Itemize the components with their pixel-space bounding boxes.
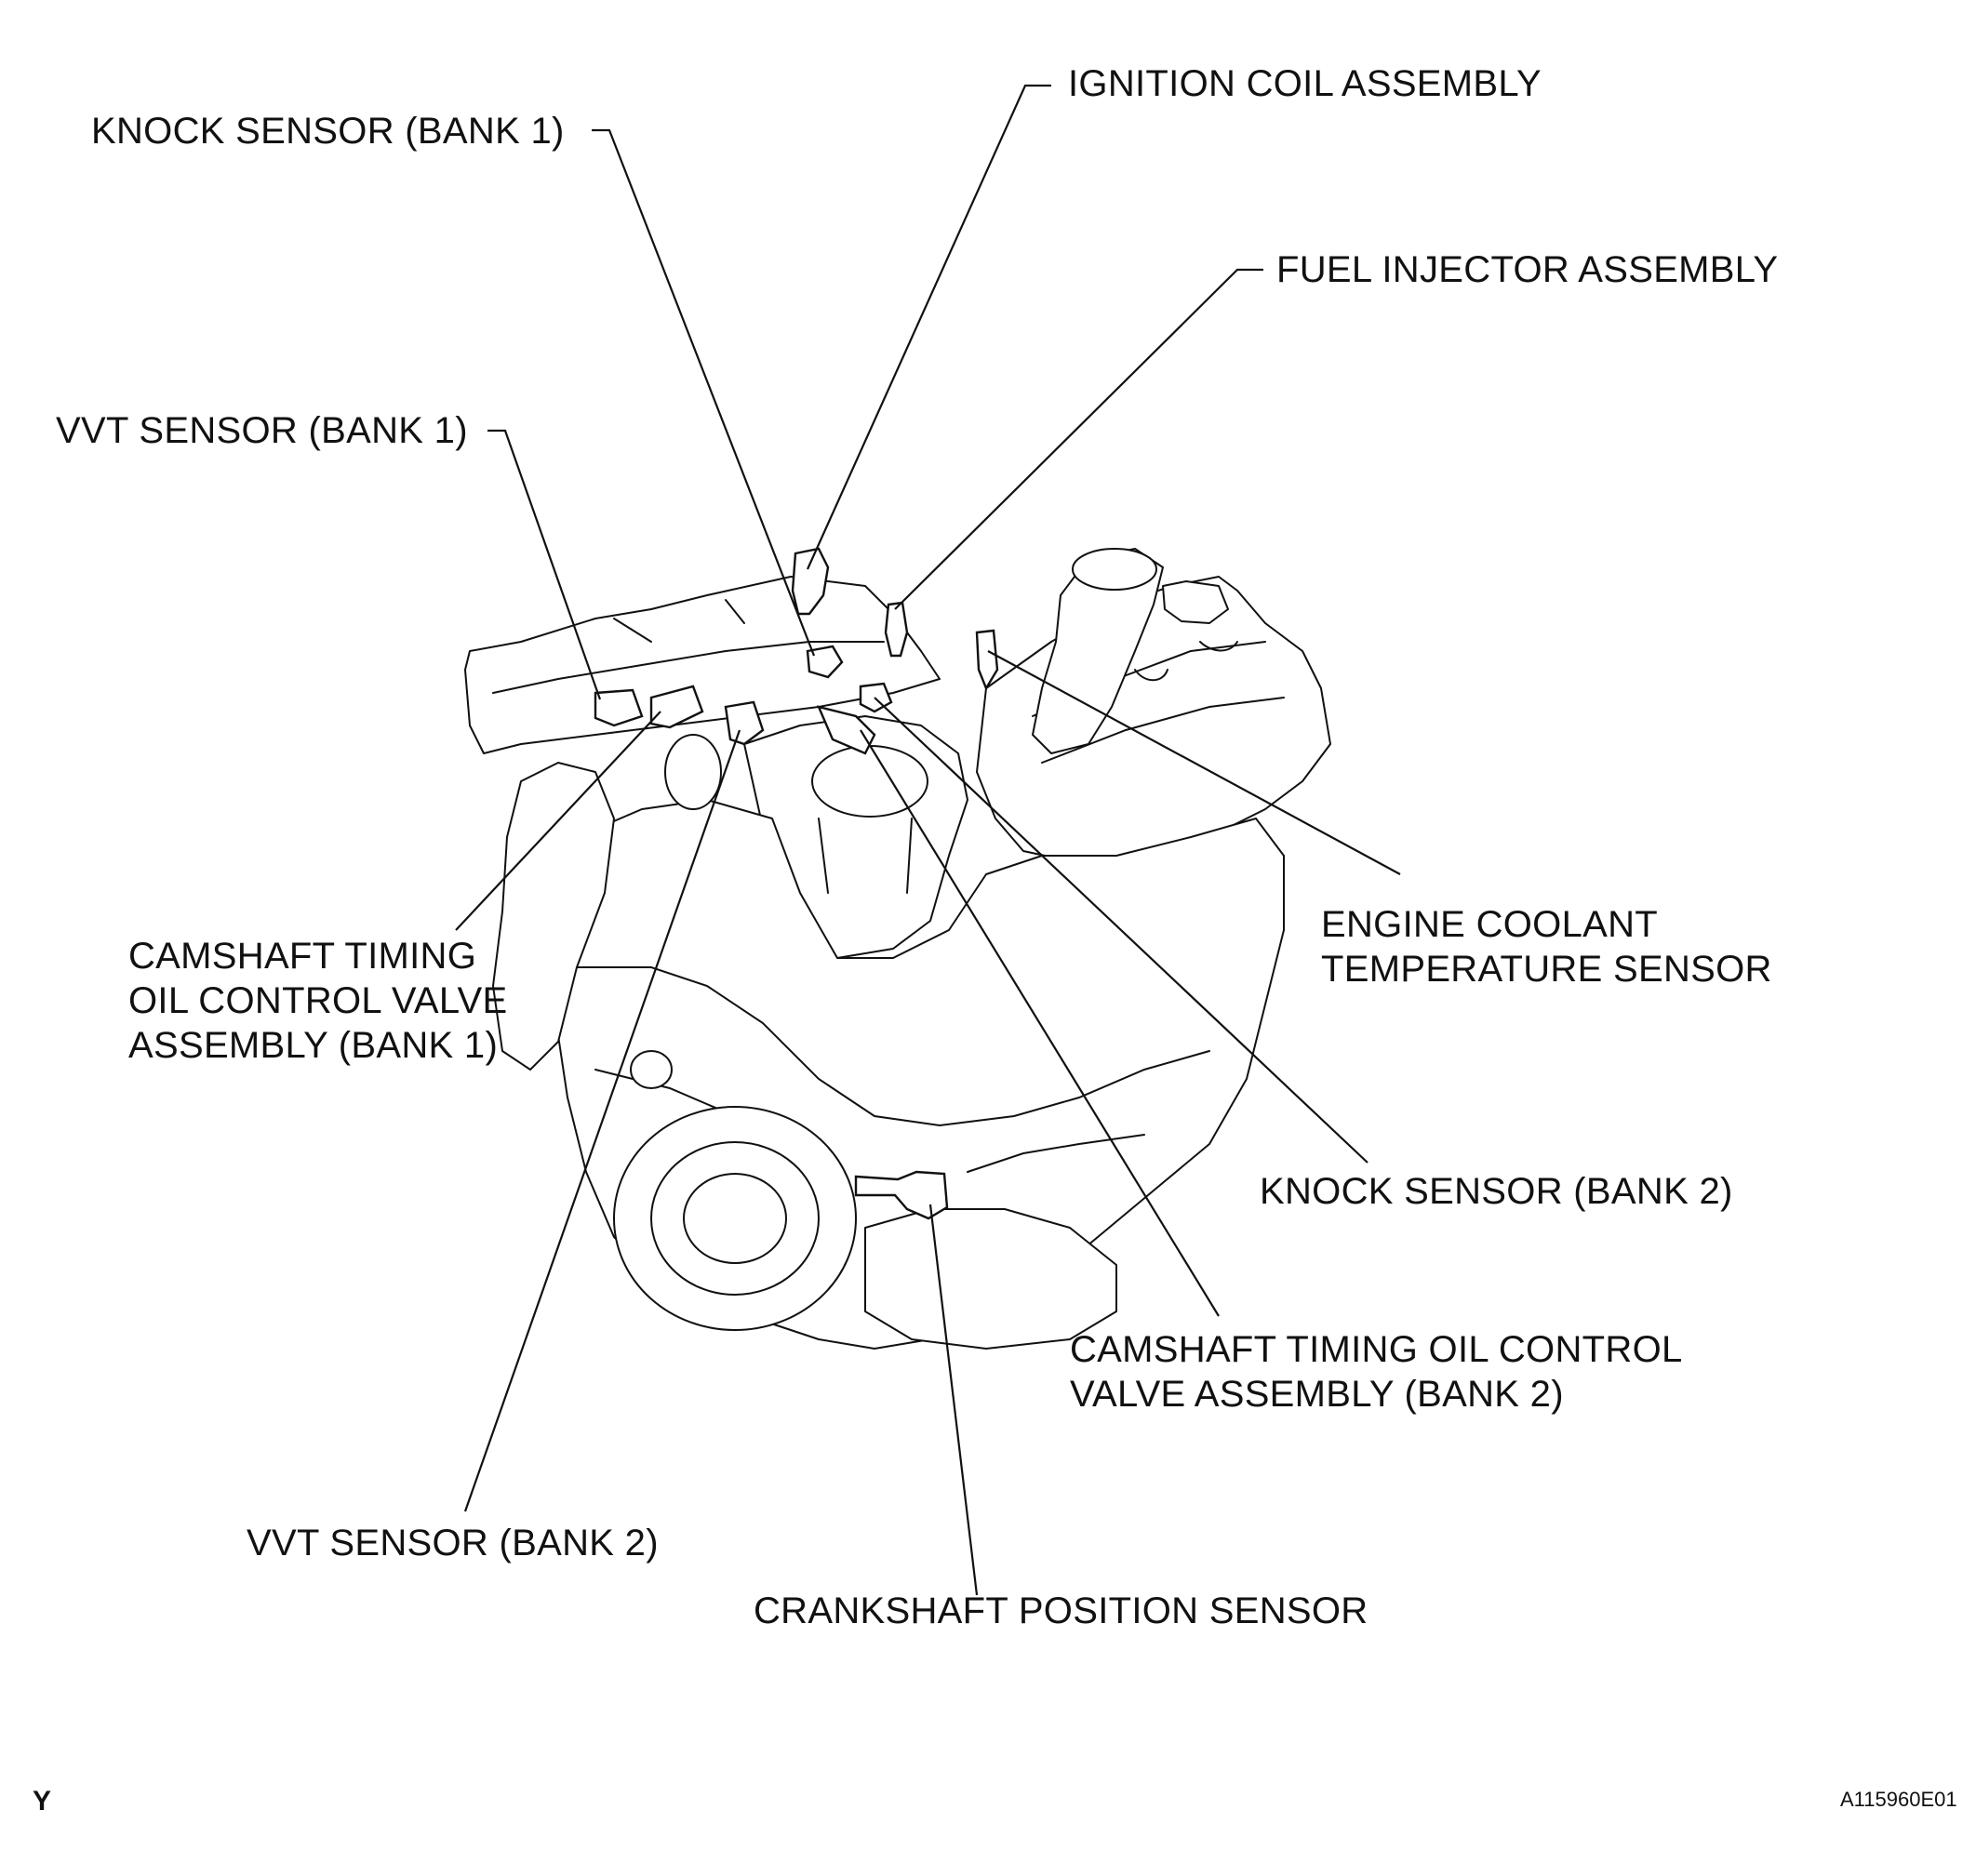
right-head-rib-2 (1041, 697, 1285, 764)
label-knock-sensor-bank1: KNOCK SENSOR (BANK 1) (91, 111, 565, 152)
label-ignition-coil-assembly: IGNITION COIL ASSEMBLY (1068, 63, 1542, 104)
fuel-injector-part (884, 601, 909, 658)
leader-vvt-sensor-bank2 (463, 729, 741, 1512)
label-vvt-sensor-bank1: VVT SENSOR (BANK 1) (56, 410, 468, 451)
right-head-rib-3 (1134, 641, 1238, 682)
crankshaft-sensor-part (854, 1170, 949, 1220)
plenum-rib (818, 818, 913, 894)
leader-fuel-injector (894, 268, 1263, 610)
oil-filler-neck (1032, 548, 1164, 754)
leader-lines (455, 84, 1401, 1596)
leader-ignition-coil (806, 84, 1051, 570)
oil-pan (864, 1208, 1117, 1350)
vvt-sensor-bank1-part (594, 688, 644, 727)
leader-ocv-bank1 (455, 711, 661, 931)
vvt-sensor-bank2-part (724, 700, 765, 746)
throttle-body (811, 745, 928, 818)
leader-ocv-bank2 (860, 729, 1220, 1317)
right-cylinder-head (976, 576, 1331, 866)
ocv-bank1-part (649, 685, 704, 729)
corner-mark: Y (33, 1786, 52, 1816)
oil-filler-cap (1072, 548, 1157, 591)
label-crankshaft-position-sensor: CRANKSHAFT POSITION SENSOR (754, 1590, 1369, 1631)
oil-cap-tab (1162, 580, 1229, 624)
left-cylinder-head (464, 576, 941, 754)
timing-cover (492, 762, 615, 1071)
ignition-coil-part (791, 547, 830, 616)
label-ocv-bank1: CAMSHAFT TIMING OIL CONTROL VALVE ASSEMB… (128, 936, 508, 1066)
leader-vvt-sensor-bank1 (487, 429, 602, 700)
label-knock-sensor-bank2: KNOCK SENSOR (BANK 2) (1260, 1171, 1733, 1212)
leader-knock-sensor-bank1 (592, 128, 816, 657)
water-outlet (664, 734, 722, 810)
water-pump-boss (630, 1050, 673, 1089)
leader-coolant-temp (987, 650, 1401, 875)
leader-knock-sensor-bank2 (874, 697, 1369, 1164)
left-head-rib (492, 641, 885, 694)
label-ocv-bank2: CAMSHAFT TIMING OIL CONTROL VALVE ASSEMB… (1070, 1329, 1683, 1415)
label-engine-coolant-temperature-sensor: ENGINE COOLANT TEMPERATURE SENSOR (1321, 904, 1772, 990)
leader-crankshaft-sensor (928, 1204, 979, 1596)
block-rib-1 (567, 966, 1210, 1127)
crank-pulley-hub (683, 1173, 787, 1264)
label-vvt-sensor-bank2: VVT SENSOR (BANK 2) (247, 1523, 659, 1563)
engine-block (464, 548, 1331, 1350)
left-head-rib-2 (613, 599, 745, 643)
label-fuel-injector-assembly: FUEL INJECTOR ASSEMBLY (1276, 249, 1779, 290)
coolant-temp-part (975, 629, 999, 691)
knock-sensor-bank1-part (806, 645, 844, 679)
figure-code: A115960E01 (1840, 1788, 1957, 1811)
sensors (594, 547, 999, 1220)
